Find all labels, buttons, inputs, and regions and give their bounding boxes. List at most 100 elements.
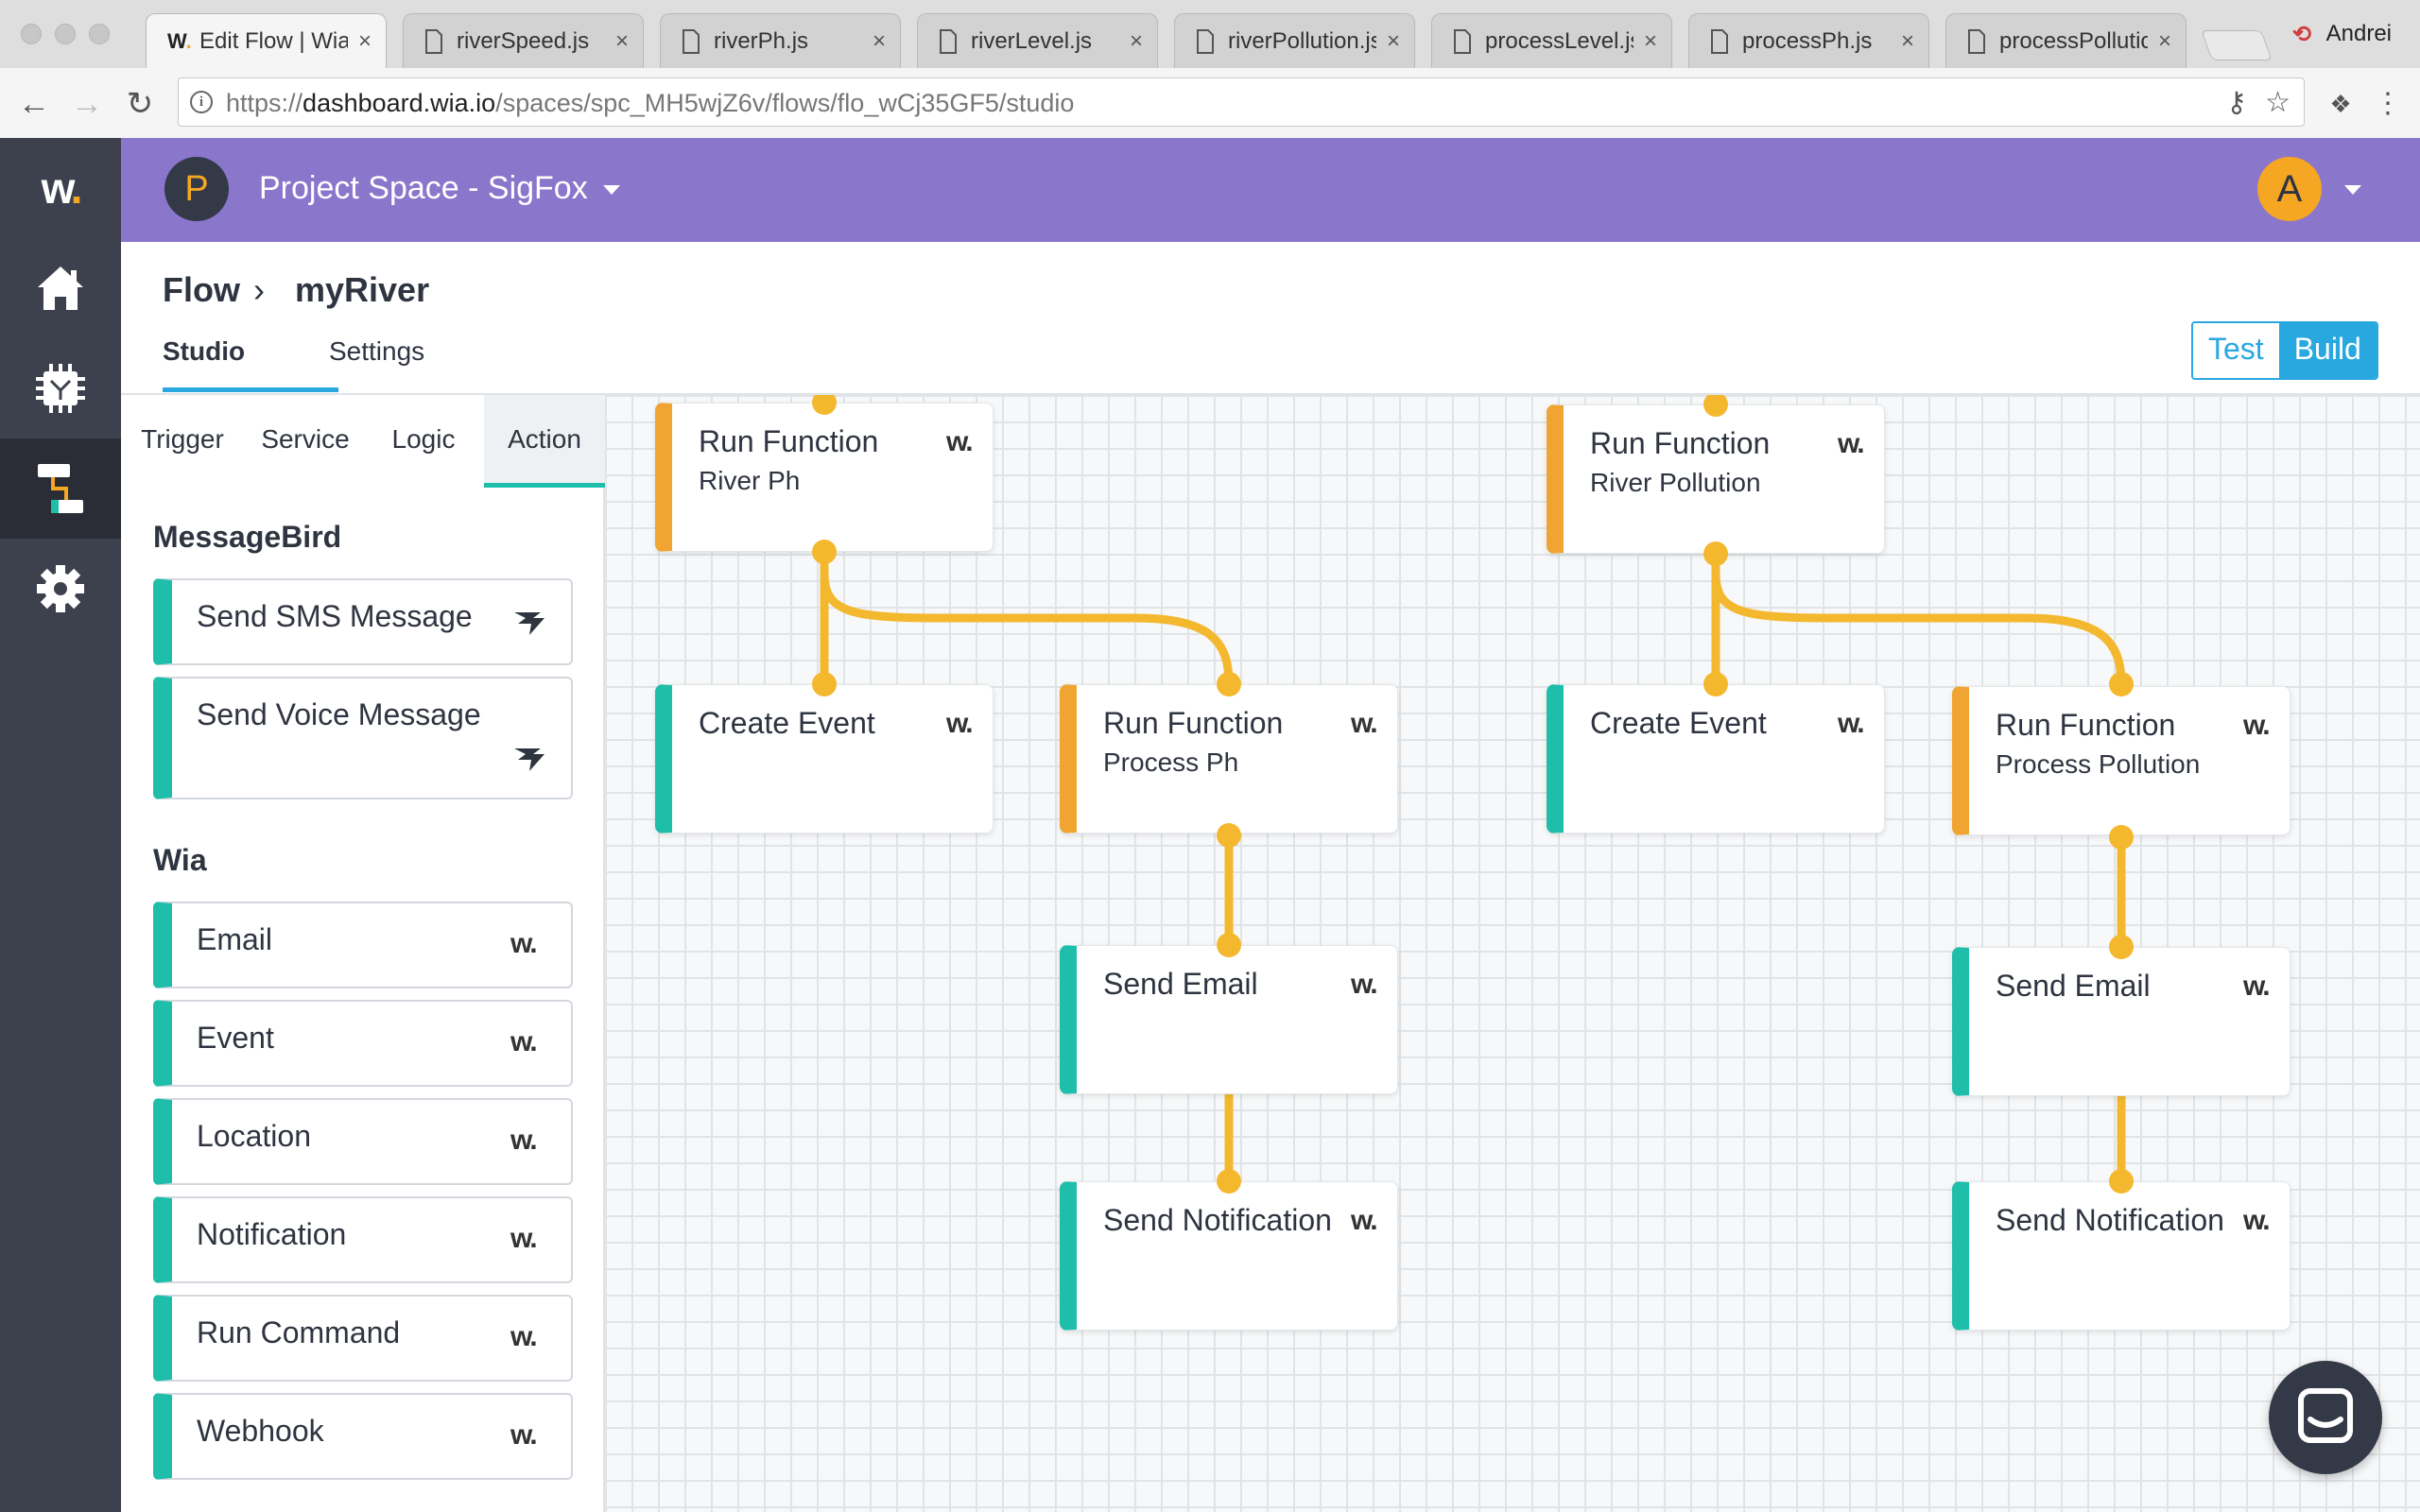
close-icon[interactable]: × [1900,27,1914,54]
flow-node-run-function[interactable]: Run Function Process Pollution w [1952,686,2290,835]
node-input-port[interactable] [1217,1169,1241,1194]
window-close-button[interactable] [21,24,42,44]
palette-item-event[interactable]: Event w [153,1000,573,1087]
tab-settings[interactable]: Settings [329,336,425,366]
space-avatar[interactable]: P [164,157,229,221]
palette-item-run-command[interactable]: Run Command w [153,1295,573,1382]
home-icon [38,266,83,310]
node-output-port[interactable] [2109,825,2134,850]
flow-node-send-notification[interactable]: Send Notification w [1952,1181,2290,1331]
palette-item-send-sms[interactable]: Send SMS Message [153,578,573,665]
new-tab-button[interactable] [2201,30,2273,60]
chat-launcher-button[interactable] [2269,1361,2382,1474]
flow-node-run-function[interactable]: Run Function River Pollution w [1547,404,1885,554]
node-input-port[interactable] [812,672,837,696]
flow-node-send-email[interactable]: Send Email w [1060,945,1398,1094]
node-input-port[interactable] [1217,672,1241,696]
node-input-port[interactable] [2109,1169,2134,1194]
profile-name[interactable]: Andrei [2325,21,2392,46]
close-icon[interactable]: × [2157,27,2171,54]
node-subtitle: Process Pollution [1996,749,2201,779]
close-icon[interactable]: × [1643,27,1657,54]
browser-tab[interactable]: W. Edit Flow | Wia × [146,13,387,68]
palette-item-send-voice[interactable]: Send Voice Message [153,677,573,799]
url-text[interactable]: https://dashboard.wia.io/spaces/spc_MH5w… [226,89,1074,118]
browser-tab[interactable]: riverPh.js × [660,13,901,68]
flow-node-send-notification[interactable]: Send Notification w [1060,1181,1398,1331]
tab-studio[interactable]: Studio [163,336,246,366]
palette-tab-service[interactable]: Service [261,424,350,454]
node-input-port[interactable] [2109,672,2134,696]
chevron-down-icon[interactable] [2344,185,2361,195]
test-mode-button[interactable]: Test [2193,323,2279,378]
sidebar-item-devices[interactable] [0,338,121,438]
wia-logo-icon: w [2243,971,2269,1003]
browser-tab[interactable]: processPollution.js × [1945,13,2187,68]
wia-logo-icon: w [1838,428,1863,460]
palette-tab-trigger[interactable]: Trigger [141,424,224,454]
flow-node-run-function[interactable]: Run Function Process Ph w [1060,684,1398,833]
menu-kebab-icon[interactable]: ⋮ [2374,88,2402,119]
forward-arrow-icon[interactable]: → [71,86,103,122]
node-input-port[interactable] [1217,933,1241,957]
close-icon[interactable]: × [1129,27,1143,54]
user-avatar[interactable]: A [2257,157,2322,221]
flow-node-create-event[interactable]: Create Event w [1547,684,1885,833]
browser-toolbar: ← → ↻ i https://dashboard.wia.io/spaces/… [0,68,2420,139]
flow-node-send-email[interactable]: Send Email w [1952,947,2290,1096]
wia-favicon-icon: W. [167,28,192,53]
flow-icon [38,464,83,513]
build-mode-button[interactable]: Build [2278,323,2377,378]
breadcrumb-flow-link[interactable]: Flow [163,270,240,309]
browser-tab[interactable]: riverPollution.js × [1174,13,1415,68]
profile-sync-icon[interactable]: ⟲ [2291,22,2311,47]
flow-node-create-event[interactable]: Create Event w [655,684,994,833]
back-arrow-icon[interactable]: ← [18,86,50,122]
info-icon[interactable]: i [190,91,213,113]
palette-item-label: Send SMS Message [197,599,473,633]
palette-tab-logic[interactable]: Logic [391,424,456,454]
window-minimize-button[interactable] [55,24,76,44]
node-output-port[interactable] [1217,823,1241,848]
reload-icon[interactable]: ↻ [126,86,154,122]
star-icon[interactable]: ☆ [2265,87,2290,118]
browser-tab-label: riverLevel.js [971,27,1093,54]
palette-item-label: Location [197,1119,311,1153]
wia-logo-icon: w [510,1026,536,1058]
flow-canvas[interactable]: Run Function River Ph w Create Event w R… [605,395,2420,1512]
node-input-port[interactable] [1703,395,1728,417]
close-icon[interactable]: × [872,27,886,54]
flow-node-run-function[interactable]: Run Function River Ph w [655,403,994,552]
dropbox-extension-icon[interactable]: ❖ [2329,90,2352,118]
sidebar-item-home[interactable] [0,238,121,338]
address-bar[interactable]: i https://dashboard.wia.io/spaces/spc_MH… [178,77,2305,127]
close-icon[interactable]: × [614,27,629,54]
palette-item-notification[interactable]: Notification w [153,1196,573,1283]
palette-item-webhook[interactable]: Webhook w [153,1393,573,1480]
messagebird-icon [514,748,544,771]
node-output-port[interactable] [812,540,837,564]
browser-tab[interactable]: processPh.js × [1688,13,1929,68]
window-zoom-button[interactable] [89,24,110,44]
node-input-port[interactable] [812,395,837,415]
browser-tab[interactable]: riverSpeed.js × [403,13,644,68]
browser-tab[interactable]: processLevel.js × [1431,13,1672,68]
node-input-port[interactable] [2109,935,2134,959]
node-output-port[interactable] [1703,541,1728,566]
close-icon[interactable]: × [1386,27,1400,54]
sidebar-item-flows[interactable] [0,438,121,539]
palette-item-location[interactable]: Location w [153,1098,573,1185]
sidebar-item-settings[interactable] [0,539,121,639]
key-icon[interactable]: ⚷ [2226,87,2247,118]
browser-tab-label: riverPollution.js [1228,27,1376,54]
close-icon[interactable]: × [357,27,372,54]
browser-tab-label: processLevel.js [1485,27,1634,54]
app-sidebar: w. [0,138,121,1512]
palette-item-email[interactable]: Email w [153,902,573,988]
wia-logo[interactable]: w. [0,138,121,238]
space-selector[interactable]: Project Space - SigFox [259,170,588,206]
palette-tab-action[interactable]: Action [484,395,605,488]
browser-tab[interactable]: riverLevel.js × [917,13,1158,68]
node-input-port[interactable] [1703,672,1728,696]
chevron-down-icon[interactable] [603,185,620,195]
